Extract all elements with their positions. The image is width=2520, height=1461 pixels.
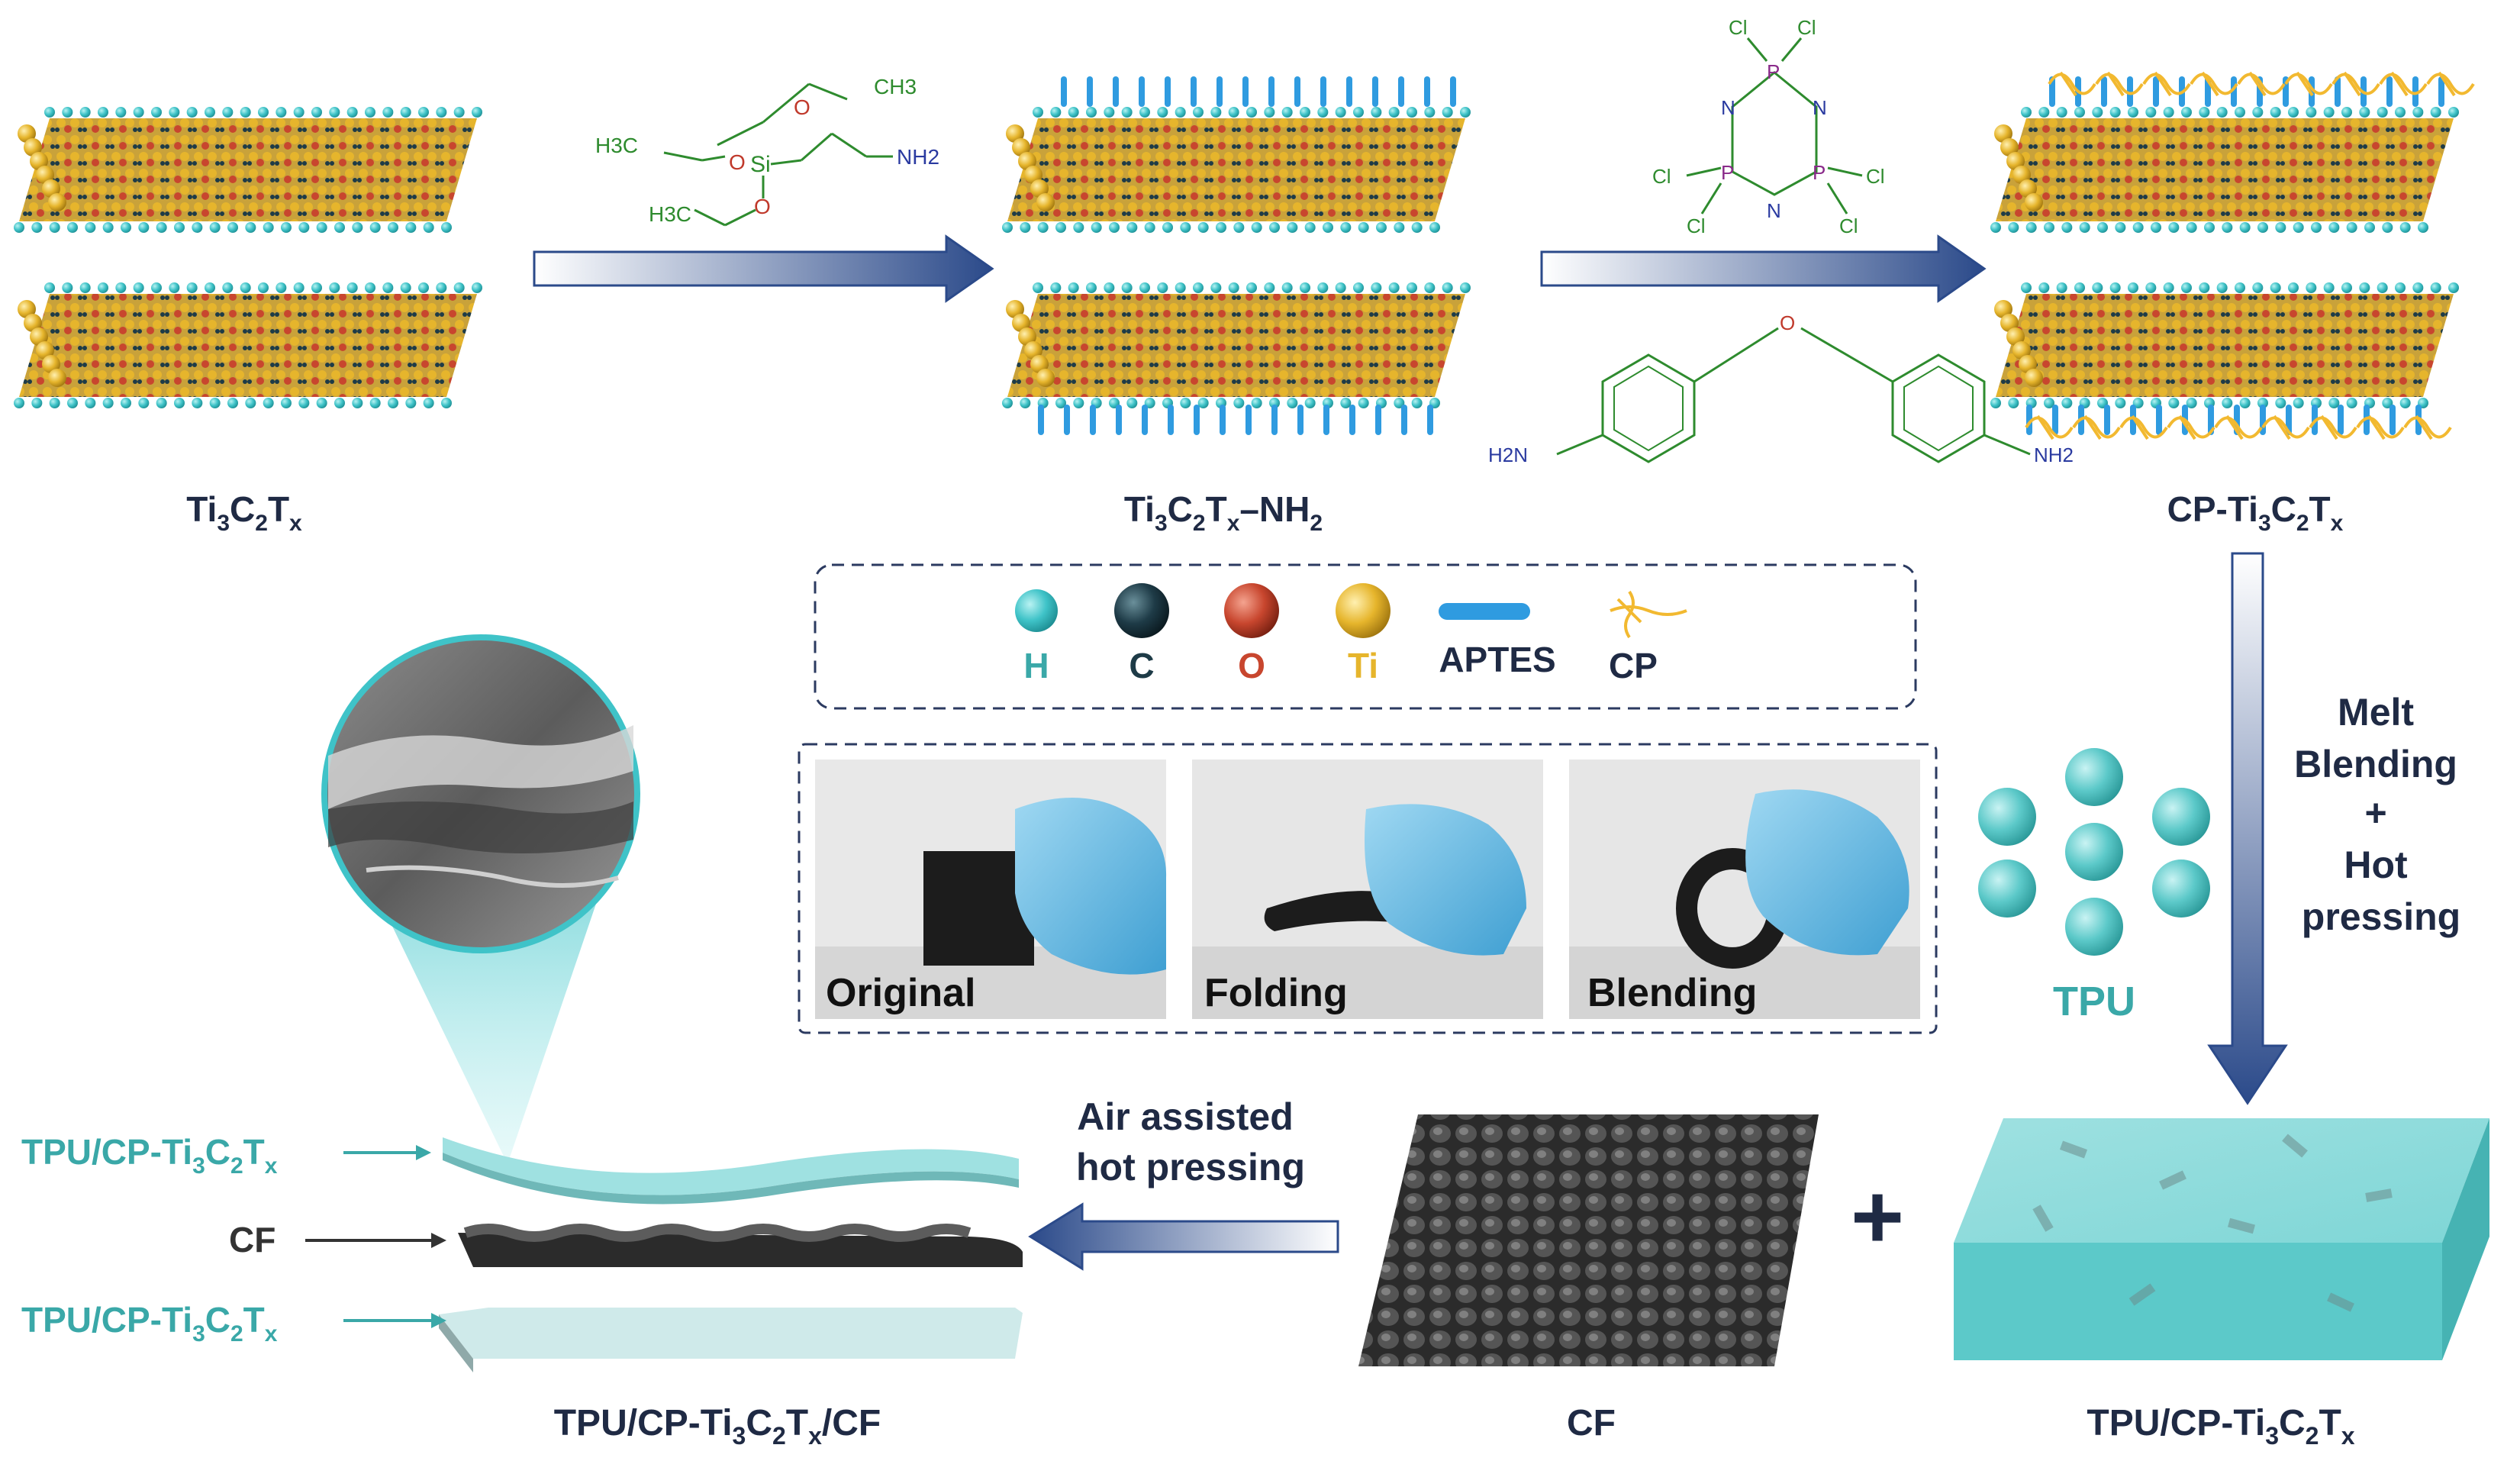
legend-aptes-label: APTES [1439, 640, 1555, 679]
hccp-cl-2: Cl [1797, 16, 1816, 39]
hccp-p-right: P [1813, 161, 1826, 184]
process-melt-blending: Melt Blending + Hot pressing [2294, 691, 2468, 938]
label-cf: CF [1567, 1403, 1616, 1443]
arrow-layer-top [343, 1145, 431, 1160]
label-cp-ti3c2tx: CP-Ti3C2Tx [2167, 489, 2344, 536]
hccp-n-left: N [1721, 96, 1735, 119]
layer-middle-label: CF [229, 1220, 276, 1259]
hccp-n-right: N [1813, 96, 1827, 119]
photo-original: Original [815, 760, 1167, 1019]
aptes-h3c-bottom: H3C [649, 202, 691, 226]
legend-o-label: O [1238, 646, 1265, 685]
cf-fabric [1358, 1114, 1819, 1366]
layered-composite [439, 1137, 1023, 1372]
aptes-o2: O [729, 150, 746, 174]
aptes-structure: CH3 O H3C O Si NH2 O H3C [595, 75, 939, 227]
hccp-cl-1: Cl [1729, 16, 1748, 39]
arrow-step-2 [1540, 234, 1987, 303]
layer-bottom-label: TPU/CP-Ti3C2Tx [21, 1300, 278, 1347]
aptes-h3c-left: H3C [595, 134, 638, 157]
legend-aptes-rod [1439, 603, 1530, 620]
oda-o: O [1780, 311, 1795, 334]
ti3c2tx-structure [14, 107, 482, 408]
glove-hand [1745, 789, 1909, 956]
aptes-si: Si [750, 152, 771, 177]
legend-ti-sphere [1336, 583, 1391, 638]
glove-hand [1015, 798, 1167, 975]
oda-structure: O H2N NH2 [1488, 311, 2074, 466]
hccp-p-top: P [1767, 60, 1780, 83]
legend-cp-label: CP [1609, 646, 1658, 685]
layer-top-label: TPU/CP-Ti3C2Tx [21, 1132, 278, 1179]
legend-h-label: H [1023, 646, 1049, 685]
tpu-beads [1978, 748, 2210, 956]
ti3c2tx-nh2-structure [1002, 76, 1471, 435]
label-composite: TPU/CP-Ti3C2Tx/CF [554, 1403, 881, 1450]
photo-folding: Folding [1192, 760, 1543, 1019]
hccp-cl-6: Cl [1687, 214, 1706, 237]
hccp-cl-5: Cl [1652, 165, 1671, 188]
arrow-layer-bottom [343, 1313, 446, 1328]
tpu-label: TPU [2053, 979, 2135, 1024]
oda-nh2: NH2 [2034, 443, 2074, 466]
legend-c-sphere [1114, 583, 1169, 638]
legend-o-sphere [1224, 583, 1279, 638]
plus-sign: + [1851, 1166, 1904, 1268]
glove-hand [1365, 804, 1526, 956]
tpu-mxene-slab [1954, 1118, 2489, 1360]
aptes-o3: O [754, 195, 771, 218]
hccp-cl-3: Cl [1866, 165, 1885, 188]
label-tpu-cp-ti3c2tx: TPU/CP-Ti3C2Tx [2087, 1403, 2354, 1450]
oda-h2n: H2N [1488, 443, 1528, 466]
process-air-assisted: Air assisted hot pressing [1076, 1095, 1305, 1188]
photo-label-original: Original [826, 971, 975, 1015]
hccp-n-bottom: N [1767, 199, 1781, 222]
aptes-ch3: CH3 [874, 75, 917, 98]
arrow-step-4 [1028, 1202, 1339, 1271]
aptes-o1: O [794, 95, 810, 119]
legend-cp-icon [1610, 590, 1687, 639]
arrow-layer-middle [305, 1233, 446, 1248]
hccp-structure: P N P N P N Cl Cl Cl Cl Cl Cl [1652, 16, 1885, 237]
legend-h-sphere [1015, 589, 1058, 632]
arrow-step-1 [533, 234, 994, 303]
cp-ti3c2tx-structure [1990, 71, 2475, 440]
photo-panel [798, 743, 1938, 1034]
label-ti3c2tx-nh2: Ti3C2Tx–NH2 [1124, 489, 1323, 536]
label-ti3c2tx: Ti3C2Tx [186, 489, 302, 536]
photo-blending: Blending [1569, 760, 1920, 1019]
photo-label-folding: Folding [1204, 971, 1348, 1015]
photo-label-blending: Blending [1587, 971, 1757, 1015]
hccp-p-left: P [1721, 161, 1734, 184]
hccp-cl-4: Cl [1839, 214, 1858, 237]
aptes-nh2: NH2 [897, 145, 939, 169]
legend-c-label: C [1129, 646, 1154, 685]
legend-ti-label: Ti [1348, 646, 1378, 685]
sem-magnifier [321, 634, 640, 1164]
arrow-step-3 [2207, 552, 2288, 1105]
